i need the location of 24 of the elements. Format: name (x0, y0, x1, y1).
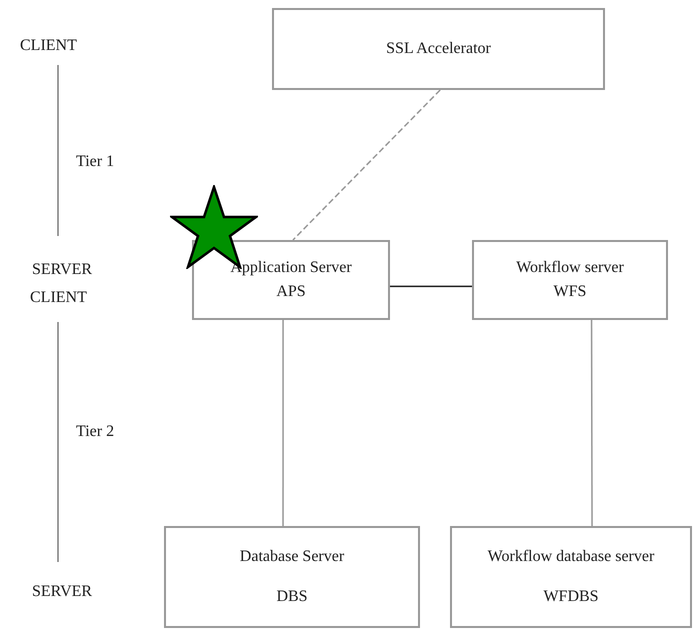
tier-label: CLIENT (20, 36, 77, 56)
node-text: Application Server (230, 258, 352, 278)
tier-label: Tier 1 (76, 152, 114, 172)
connector-line (292, 89, 441, 241)
server-box (164, 526, 420, 628)
tier-label: Tier 2 (76, 422, 114, 442)
server-box (272, 8, 605, 90)
connector-line (390, 286, 472, 288)
tier-label: CLIENT (30, 288, 87, 308)
node-text: WFDBS (543, 587, 599, 607)
node-text: DBS (276, 587, 308, 607)
node-text: Database Server (240, 547, 344, 567)
connector-line (282, 320, 284, 526)
server-box (472, 240, 668, 320)
server-box (192, 240, 390, 320)
server-box (450, 526, 692, 628)
node-text: Workflow server (516, 258, 624, 278)
node-text: WFS (554, 282, 586, 302)
tier-label: SERVER (32, 260, 92, 280)
node-text: APS (276, 282, 306, 302)
node-text: SSL Accelerator (386, 39, 491, 59)
tier-label: SERVER (32, 582, 92, 602)
node-text: Workflow database server (488, 547, 654, 567)
connector-line (590, 320, 593, 526)
